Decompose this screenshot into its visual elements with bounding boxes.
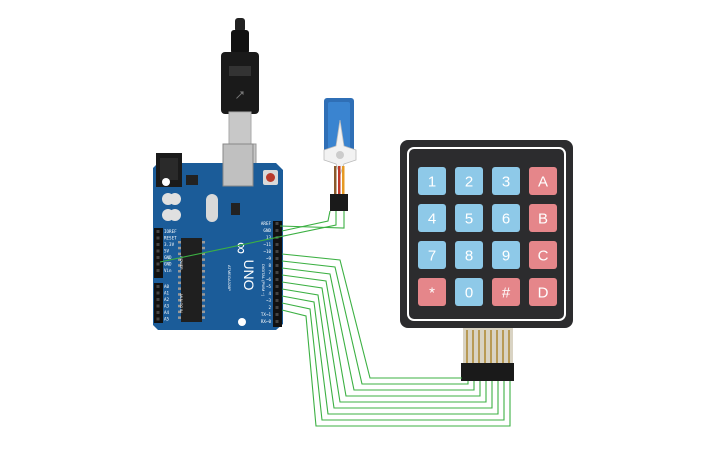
keypad-key-d[interactable]: D: [529, 278, 557, 306]
arduino-model-label: UNO: [241, 259, 257, 290]
keypad-key-0[interactable]: 0: [455, 278, 483, 306]
digital-pin-label: RX←0: [261, 319, 272, 324]
digital-pin-label: 7: [268, 270, 271, 275]
digital-pin-label: ~6: [266, 277, 272, 282]
analog-pin-label: A4: [164, 310, 170, 315]
analog-header: [154, 283, 163, 323]
keypad-key-a[interactable]: A: [529, 167, 557, 195]
wire: [281, 288, 493, 409]
digital-pin-label: 8: [268, 263, 271, 268]
wire: [159, 211, 337, 263]
wire: [281, 274, 481, 397]
power-pin-label: GND: [164, 255, 172, 260]
analog-pin-label: A1: [164, 291, 170, 296]
analog-header-label: ANALOG IN: [179, 293, 183, 313]
digital-pin-label: ~9: [266, 256, 272, 261]
keypad-key-star[interactable]: *: [418, 278, 446, 306]
arduino-chip-label: ATMEGA328P: [227, 265, 232, 291]
svg-text:1: 1: [428, 174, 436, 191]
keypad-4x4[interactable]: 1 2 3 A 4 5 6 B 7 8 9 C * 0 # D: [400, 140, 573, 381]
digital-pin-label: ~5: [266, 284, 272, 289]
analog-pin-label: A5: [164, 317, 170, 322]
power-header: [154, 228, 163, 278]
svg-text:⭧: ⭧: [235, 87, 244, 103]
keypad-key-2[interactable]: 2: [455, 167, 483, 195]
wire: [281, 260, 469, 385]
power-pin-label: RESET: [164, 236, 177, 241]
analog-pin-label: A0: [164, 284, 170, 289]
power-pin-label: IOREF: [164, 229, 177, 234]
svg-text:*: *: [429, 285, 435, 302]
wire: [281, 281, 487, 403]
svg-text:3: 3: [502, 174, 510, 191]
svg-text:A: A: [538, 174, 548, 191]
wire: [281, 309, 511, 427]
svg-text:9: 9: [502, 248, 510, 265]
keypad-key-1[interactable]: 1: [418, 167, 446, 195]
analog-pin-label: A2: [164, 297, 170, 302]
power-pin-label: GND: [164, 262, 172, 267]
wires: [159, 210, 511, 427]
wire: [281, 295, 499, 415]
keypad-key-c[interactable]: C: [529, 241, 557, 269]
svg-text:2: 2: [465, 174, 473, 191]
svg-text:6: 6: [502, 211, 510, 228]
power-pin-label: 5V: [164, 249, 170, 254]
svg-text:C: C: [538, 248, 549, 265]
keypad-key-3[interactable]: 3: [492, 167, 520, 195]
svg-text:4: 4: [428, 211, 436, 228]
arduino-logo-icon: ∞: [232, 242, 251, 254]
svg-text:7: 7: [428, 248, 436, 265]
svg-text:8: 8: [465, 248, 473, 265]
digital-header-label: DIGITAL (PWM ~): [261, 264, 266, 297]
wire: [281, 267, 475, 391]
digital-pin-label: 13: [266, 235, 272, 240]
atmega-chip: [181, 238, 202, 322]
svg-text:D: D: [538, 285, 549, 302]
analog-pin-label: A3: [164, 304, 170, 309]
keypad-key-9[interactable]: 9: [492, 241, 520, 269]
keypad-key-8[interactable]: 8: [455, 241, 483, 269]
arduino-uno-board[interactable]: ∞ UNO ATMEGA328P AREF GND 13 ~11 ~10 ~9 8 7 ~6 ~5…: [153, 143, 283, 330]
keypad-key-hash[interactable]: #: [492, 278, 520, 306]
keypad-connector: [461, 363, 514, 381]
keypad-key-5[interactable]: 5: [455, 204, 483, 232]
power-header-label: POWER: [179, 256, 183, 270]
svg-text:B: B: [538, 211, 548, 228]
wire: [281, 253, 462, 379]
digital-pin-label: GND: [263, 228, 271, 233]
servo-motor[interactable]: [323, 98, 357, 211]
wire: [281, 302, 505, 421]
svg-text:5: 5: [465, 211, 473, 228]
keypad-key-b[interactable]: B: [529, 204, 557, 232]
digital-pin-label: AREF: [261, 221, 272, 226]
digital-pin-label: ~3: [266, 298, 272, 303]
digital-pin-label: 4: [268, 291, 271, 296]
digital-pin-label: TX→1: [261, 312, 272, 317]
digital-pin-label: 2: [268, 305, 271, 310]
power-pin-label: 3.3V: [164, 242, 175, 247]
digital-pin-label: ~10: [263, 249, 271, 254]
keypad-key-4[interactable]: 4: [418, 204, 446, 232]
wire: [281, 210, 331, 232]
keypad-key-7[interactable]: 7: [418, 241, 446, 269]
svg-text:#: #: [502, 285, 511, 302]
keypad-key-6[interactable]: 6: [492, 204, 520, 232]
digital-pin-label: ~11: [263, 242, 271, 247]
svg-text:0: 0: [465, 285, 473, 302]
power-pin-label: Vin: [164, 268, 172, 273]
